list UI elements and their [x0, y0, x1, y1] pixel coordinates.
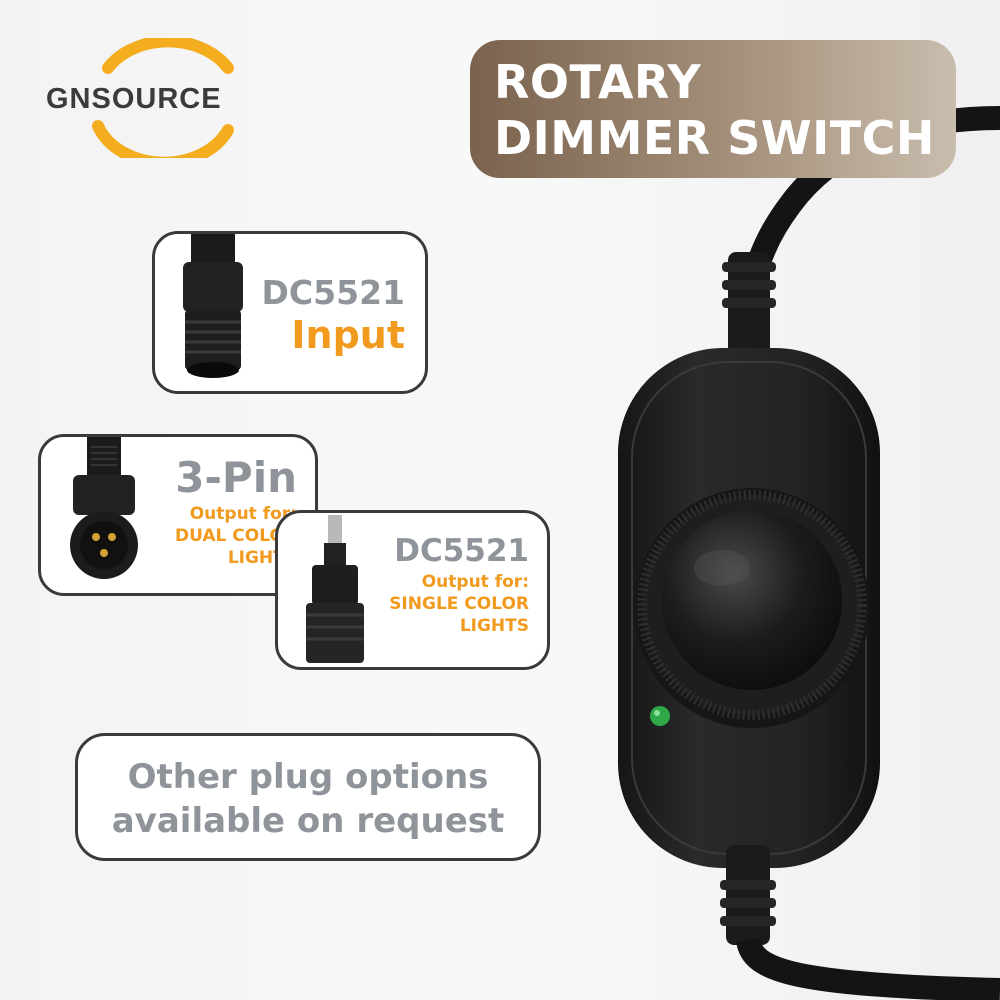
title-banner: ROTARY DIMMER SWITCH [470, 40, 956, 178]
brand-name: GNSOURCE [46, 83, 222, 115]
female-barrel-connector-icon [183, 234, 243, 378]
title-line-1: ROTARY [494, 55, 702, 109]
three-pin-output-card: 3-Pin Output for: DUAL COLOR LIGHTS [38, 434, 318, 596]
input-connector-card: DC5521 Input [152, 231, 428, 394]
three-pin-connector-icon [70, 437, 138, 579]
led-indicator [650, 706, 670, 726]
other-options-note: Other plug options available on request [75, 733, 541, 861]
rotary-knob [662, 510, 842, 690]
three-pin-connector-name: 3-Pin [175, 453, 297, 502]
three-pin-card-text: 3-Pin Output for: DUAL COLOR LIGHTS [175, 453, 297, 569]
input-label: Input [291, 313, 405, 357]
dc5521-output-card: DC5521 Output for: SINGLE COLOR LIGHTS [275, 510, 550, 670]
input-connector-name: DC5521 [261, 273, 405, 312]
male-barrel-connector-icon [306, 515, 364, 663]
note-text: Other plug options available on request [78, 755, 538, 843]
lower-strain-relief [726, 845, 770, 945]
title-line-2: DIMMER SWITCH [494, 111, 935, 165]
dc5521-connector-name: DC5521 [394, 533, 529, 569]
dc5521-output-for: Output for: [421, 572, 529, 592]
dc5521-card-text: DC5521 Output for: SINGLE COLOR LIGHTS [389, 531, 529, 637]
brand-logo: GNSOURCE [38, 38, 268, 158]
logo-arc-icon [92, 38, 234, 158]
note-line-1: Other plug options [127, 757, 489, 797]
dc5521-use-line-1: SINGLE COLOR [389, 594, 529, 614]
input-card-text: DC5521 Input [262, 274, 405, 358]
three-pin-use-line-1: DUAL COLOR [175, 526, 297, 546]
dc5521-use-line-2: LIGHTS [459, 616, 529, 636]
note-line-2: available on request [111, 801, 505, 841]
three-pin-output-for: Output for: [189, 504, 297, 524]
lower-cable [736, 937, 1000, 1000]
